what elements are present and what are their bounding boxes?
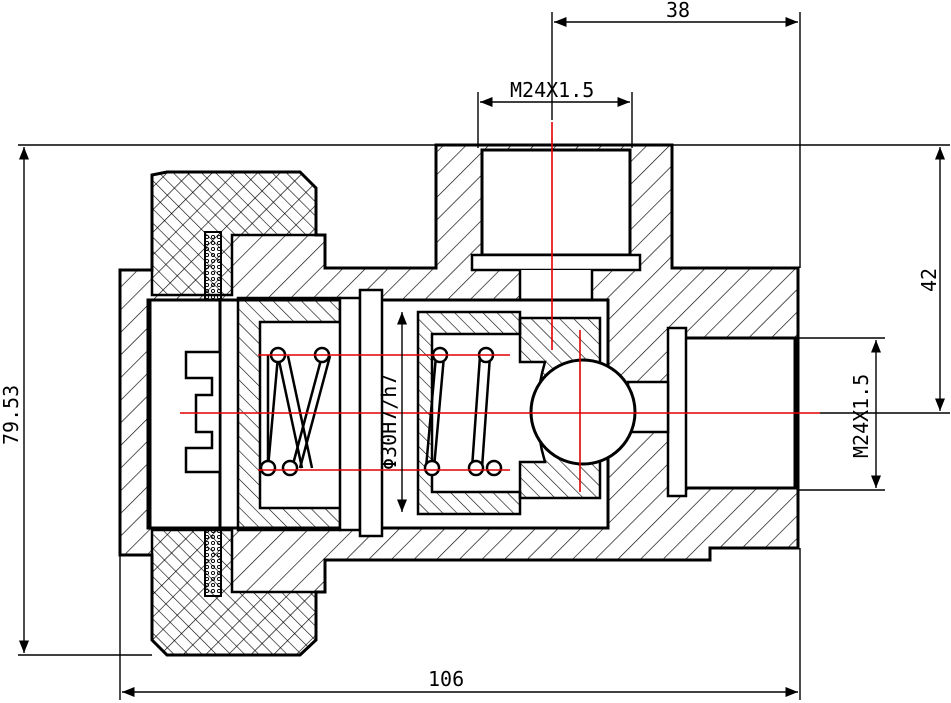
dim-right-thread: M24X1.5: [849, 374, 873, 458]
spring-right: [423, 346, 503, 477]
dim-spring-bore-fit: Φ30H7/h7: [377, 374, 401, 470]
top-port: [480, 148, 632, 257]
right-port-thread: [666, 326, 688, 498]
check-ball: [529, 358, 637, 466]
cap-hatch: [150, 170, 318, 297]
plug-stem: [184, 350, 222, 474]
valve-body: [118, 143, 800, 657]
dim-top-offset: 38: [666, 0, 690, 22]
centerlines: [180, 122, 820, 492]
dim-overall-height: 79.53: [0, 385, 23, 445]
dim-overall-length: 106: [428, 667, 464, 691]
knurl-ring-bottom: [204, 527, 222, 597]
knurl-ring-top: [204, 231, 222, 301]
guide-bush: [338, 296, 362, 532]
cap-hatch-bottom: [150, 528, 318, 657]
dim-top-thread: M24X1.5: [510, 78, 594, 102]
dim-right-offset: 42: [917, 268, 941, 292]
top-port-thread: [470, 253, 642, 272]
dimension-lines: [18, 12, 950, 700]
